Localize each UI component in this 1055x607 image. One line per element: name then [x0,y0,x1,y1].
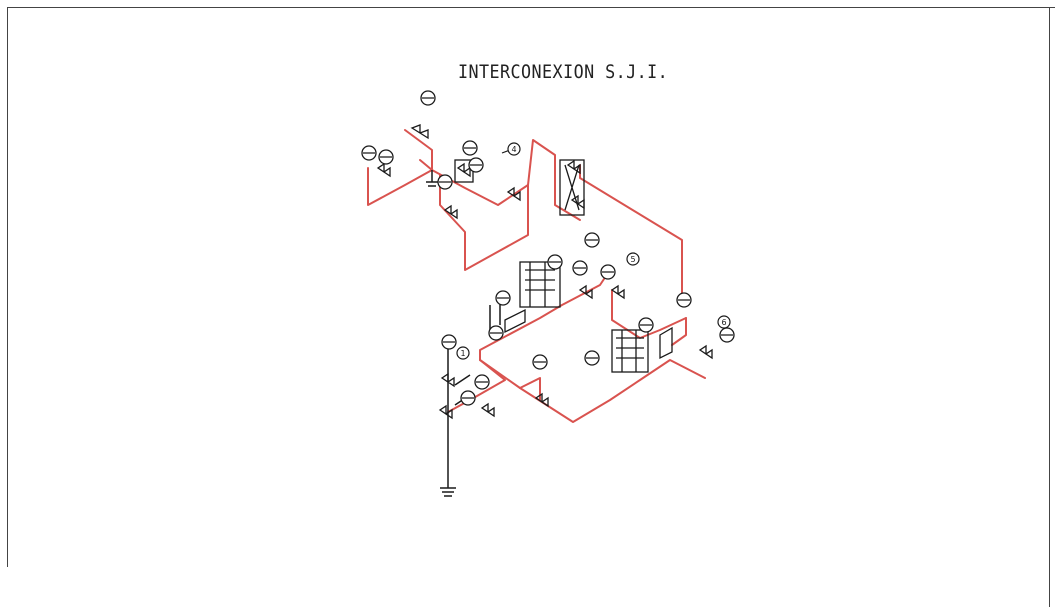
strainer [504,308,526,334]
strainer [659,326,673,360]
callout-5 [626,252,640,266]
ground-symbol [426,170,438,187]
pipe-lower-loop [479,359,706,423]
callout-1 [456,346,470,360]
valve [698,344,713,360]
pipe-upper-branch-down [439,174,529,271]
manifold-upper [519,261,561,308]
drawing-title: INTERCONEXION S.J.I. [458,61,669,83]
pipe-mid-connector [519,377,541,401]
equipment [454,159,673,373]
callout-1-label: 1 [460,349,465,358]
callout-6-label: 6 [721,318,726,327]
pipe-right-drop [671,317,687,346]
valves [376,124,713,420]
valve [610,284,625,300]
callouts [456,142,731,360]
valve [456,162,471,178]
frame-border-left [7,7,8,567]
pipe-middle-header [479,269,611,361]
pipe-upper-riser [527,139,581,221]
frame-border-right [1049,7,1050,607]
pipe-network [367,129,706,423]
pipe-upper-left-loop [367,159,433,206]
manifold-lower [611,329,649,373]
valve [480,402,495,418]
valve [578,284,593,300]
pipe-lower-left [447,359,506,413]
valve [534,392,549,408]
instrument-gauges [361,90,735,406]
ground-symbol [440,487,456,497]
valve [443,204,458,220]
callout-4 [507,142,521,156]
filter-block [559,159,585,216]
callout-4-label: 4 [511,145,516,154]
callout-5-label: 5 [630,255,635,264]
frame-border-top [7,7,1055,8]
valve [410,124,429,140]
valve [506,186,521,202]
valve [440,372,455,388]
valve [376,162,391,178]
valve [438,404,453,420]
callout-6 [717,315,731,329]
gauge-bars [363,97,733,399]
